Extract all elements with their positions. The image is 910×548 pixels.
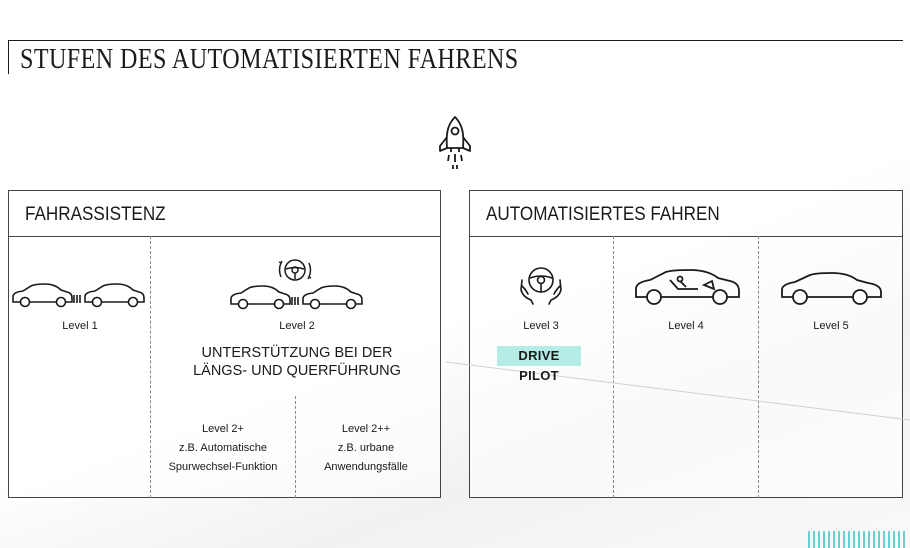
panel-title-assist: FAHRASSISTENZ <box>25 204 166 225</box>
page-title: STUFEN DES AUTOMATISIERTEN FAHRENS <box>20 44 519 75</box>
support-line-2: LÄNGS- UND QUERFÜHRUNG <box>193 363 401 379</box>
level-2-plus-label: Level 2+ <box>202 423 244 435</box>
level-2-plus-block: Level 2+ z.B. Automatische Spurwechsel-F… <box>148 420 298 477</box>
level-2-plus-example: z.B. Automatische <box>178 442 268 454</box>
support-description: UNTERSTÜTZUNG BEI DER LÄNGS- UND QUERFÜH… <box>167 344 427 380</box>
car-icon <box>11 283 147 309</box>
car-icon <box>780 272 884 306</box>
level-2-plus-example-2: Spurwechsel-Funktion <box>168 461 278 473</box>
hands-on-wheel-icon <box>517 264 565 306</box>
panel-title-auto: AUTOMATISIERTES FAHREN <box>486 204 720 225</box>
decorative-bars <box>808 531 908 548</box>
panel-header: FAHRASSISTENZ <box>9 191 440 237</box>
divider-level3-level4 <box>613 236 614 498</box>
level-2-plusplus-block: Level 2++ z.B. urbane Anwendungsfälle <box>291 420 441 477</box>
level-3-label: Level 3 <box>523 320 559 332</box>
car-icon <box>229 285 365 311</box>
panel-header: AUTOMATISIERTES FAHREN <box>470 191 902 237</box>
divider-level1-level2 <box>150 236 151 498</box>
drive-pilot-badge: DRIVE PILOT <box>497 346 581 383</box>
divider-level4-level5 <box>758 236 759 498</box>
level-1-label: Level 1 <box>62 320 98 332</box>
support-line-1: UNTERSTÜTZUNG BEI DER <box>201 345 393 361</box>
divider-level2plus-level2plusplus <box>295 396 296 498</box>
level-2-plusplus-example-2: Anwendungsfälle <box>324 461 408 473</box>
level-2-plusplus-example: z.B. urbane <box>337 442 395 454</box>
level-5-label: Level 5 <box>813 320 849 332</box>
title-frame <box>8 40 903 74</box>
fahrassistenz-panel: FAHRASSISTENZ <box>8 190 441 498</box>
rocket-icon <box>437 115 473 171</box>
car-with-reclining-seat-icon <box>634 269 742 307</box>
automatisiertes-fahren-panel: AUTOMATISIERTES FAHREN <box>469 190 903 498</box>
steering-wheel-icon <box>276 257 314 283</box>
level-2-plusplus-label: Level 2++ <box>341 423 391 435</box>
level-4-label: Level 4 <box>668 320 704 332</box>
level-2-label: Level 2 <box>279 320 315 332</box>
